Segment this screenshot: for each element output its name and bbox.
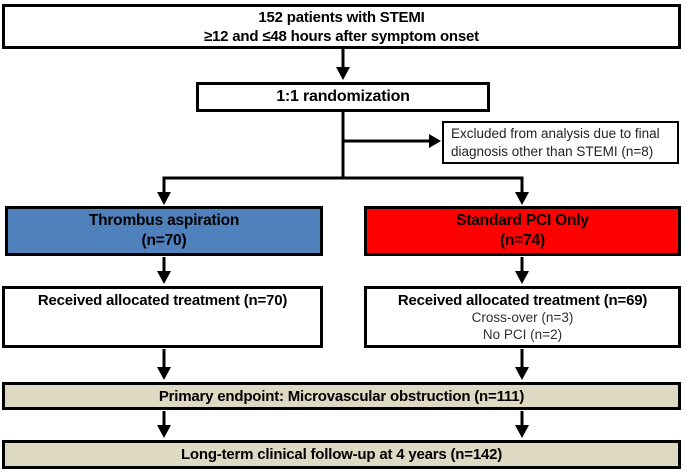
treatment-left-box: Received allocated treatment (n=70)	[2, 286, 323, 348]
followup-box: Long-term clinical follow-up at 4 years …	[2, 440, 681, 469]
primary-endpoint-box: Primary endpoint: Microvascular obstruct…	[2, 382, 681, 410]
exclusion-line2: diagnosis other than STEMI (n=8)	[451, 143, 654, 159]
thrombus-aspiration-arm-box: Thrombus aspiration (n=70)	[5, 206, 323, 256]
treatment-left-label: Received allocated treatment (n=70)	[37, 292, 288, 309]
treatment-right-nopci: No PCI (n=2)	[482, 326, 563, 342]
arrow-enrollment-to-randomization	[336, 49, 350, 80]
branch-to-arms	[157, 176, 529, 205]
primary-endpoint-label: Primary endpoint: Microvascular obstruct…	[158, 388, 525, 405]
arrow-endpoint-to-followup-left	[157, 411, 171, 438]
exclusion-box: Excluded from analysis due to final diag…	[442, 121, 679, 164]
arm-left-label: Thrombus aspiration	[88, 212, 240, 229]
arrow-treatmentleft-to-endpoint	[157, 349, 171, 380]
followup-label: Long-term clinical follow-up at 4 years …	[180, 446, 503, 463]
treatment-right-box: Received allocated treatment (n=69) Cros…	[364, 286, 681, 348]
enrollment-box: 152 patients with STEMI ≥12 and ≤48 hour…	[2, 4, 681, 49]
arrow-treatmentright-to-endpoint	[515, 349, 529, 380]
arm-right-label: Standard PCI Only	[456, 212, 589, 229]
arm-left-count: (n=70)	[141, 232, 187, 249]
arrow-armleft-to-treatment	[157, 257, 171, 284]
enrollment-line2: ≥12 and ≤48 hours after symptom onset	[204, 28, 479, 45]
exclusion-line1: Excluded from analysis due to final	[451, 126, 660, 141]
arrow-endpoint-to-followup-right	[515, 411, 529, 438]
arrow-to-exclusion	[343, 134, 441, 148]
arm-right-count: (n=74)	[500, 232, 545, 249]
randomization-label: 1:1 randomization	[276, 88, 410, 105]
treatment-right-label: Received allocated treatment (n=69)	[397, 292, 648, 309]
standard-pci-arm-box: Standard PCI Only (n=74)	[364, 206, 681, 256]
enrollment-line1: 152 patients with STEMI	[258, 9, 425, 26]
arrow-armright-to-treatment	[515, 257, 529, 284]
randomization-box: 1:1 randomization	[196, 82, 490, 112]
treatment-right-crossover: Cross-over (n=3)	[471, 310, 574, 325]
